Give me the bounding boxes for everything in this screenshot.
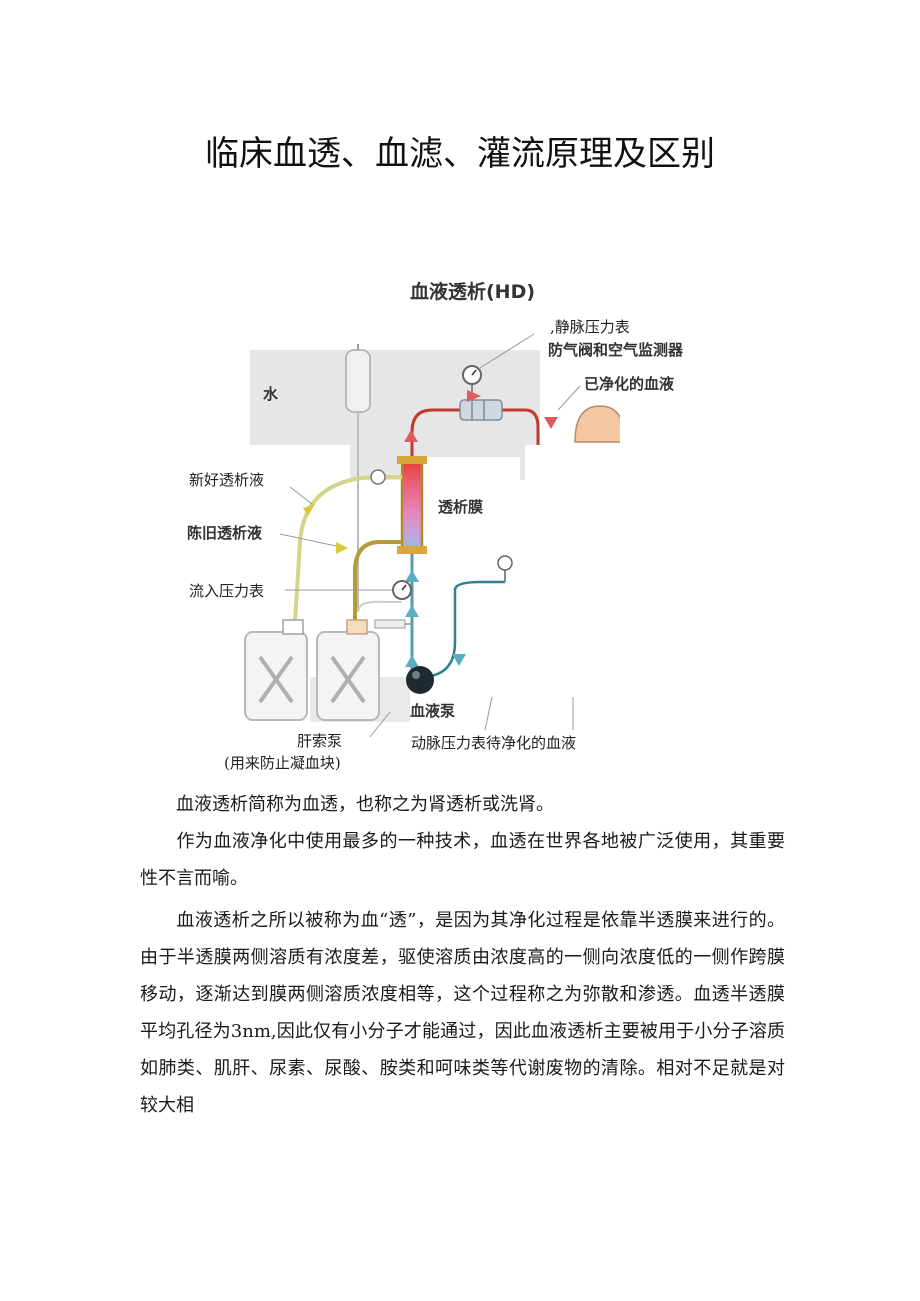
fresh-line-gauge-icon — [370, 469, 386, 485]
label-venous-pressure: ,静脉压力表 — [550, 318, 630, 336]
inflow-gauge-icon — [285, 580, 412, 600]
saline-line — [357, 600, 402, 613]
arrow-up-teal-3 — [405, 655, 419, 667]
figure-heading: 血液透析(HD) — [410, 281, 536, 303]
label-used-dialysate: 陈旧透析液 — [187, 524, 263, 542]
arterial-gauge-icon — [497, 555, 513, 582]
dialyzer-icon — [397, 456, 427, 554]
hemodialysis-figure: 血液透析(HD) ,静脉压力表 防气阀和空气监测器 已净化的血液 水 新好透析液… — [180, 281, 683, 774]
air-detector-icon — [459, 399, 503, 421]
paragraph-2: 作为血液净化中使用最多的一种技术，血透在世界各地被广泛使用，其重要性不言而喻。 — [140, 823, 785, 897]
arrow-right-red — [467, 390, 481, 402]
pump-label-area — [410, 687, 550, 719]
label-fresh-dialysate: 新好透析液 — [189, 471, 265, 489]
label-blood-pump: 血液泵 — [410, 702, 456, 720]
blood-pump-icon — [406, 666, 434, 694]
machine-panel-top — [250, 350, 540, 445]
arrow-yellow-fresh — [303, 504, 315, 516]
label-arterial-pressure: 动脉压力表待净化的血液 — [411, 734, 577, 752]
arrow-up-teal-1 — [405, 570, 419, 582]
canister-icon-used — [316, 619, 380, 721]
patient-head-icon — [574, 405, 620, 443]
paragraph-1-text: 血液透析简称为血透，也称之为肾透析或洗肾。 — [176, 794, 554, 815]
label-heparin-note: (用来防止凝血块) — [224, 754, 341, 772]
arterial-line — [419, 580, 505, 679]
pressure-gauge-icon — [462, 333, 535, 400]
canister-icon-fresh — [244, 619, 308, 721]
arrow-down-red — [544, 417, 558, 429]
arrow-down-teal — [452, 654, 466, 666]
arrow-yellow-used — [336, 542, 348, 554]
page-title: 临床血透、血滤、灌流原理及区别 — [205, 134, 715, 174]
label-inflow-pressure: 流入压力表 — [189, 582, 265, 600]
paragraph-2-text: 作为血液净化中使用最多的一种技术，血透在世界各地被广泛使用，其重要性不言而喻。 — [140, 831, 785, 889]
fresh-dialysate-line — [293, 475, 402, 623]
label-purified-blood: 已净化的血液 — [584, 375, 675, 393]
label-air-detector: 防气阀和空气监测器 — [548, 341, 684, 359]
paragraph-1: 血液透析简称为血透，也称之为肾透析或洗肾。 — [140, 786, 785, 823]
iv-bag-icon — [345, 344, 371, 612]
blood-line-to-patient — [502, 408, 540, 445]
paragraph-3: 血液透析之所以被称为血“透”，是因为其净化过程是依靠半透膜来进行的。由于半透膜两… — [140, 902, 785, 1124]
arrow-up-red — [404, 430, 418, 442]
used-dialysate-line — [353, 540, 402, 622]
arrow-up-teal-2 — [405, 605, 419, 617]
label-water: 水 — [263, 385, 279, 403]
heparin-syringe-icon — [374, 619, 412, 629]
label-heparin-pump: 肝索泵 — [297, 732, 343, 750]
label-membrane: 透析膜 — [438, 498, 484, 516]
paragraph-3-text: 血液透析之所以被称为血“透”，是因为其净化过程是依靠半透膜来进行的。由于半透膜两… — [140, 910, 785, 1116]
hemodialysis-diagram — [244, 333, 620, 738]
